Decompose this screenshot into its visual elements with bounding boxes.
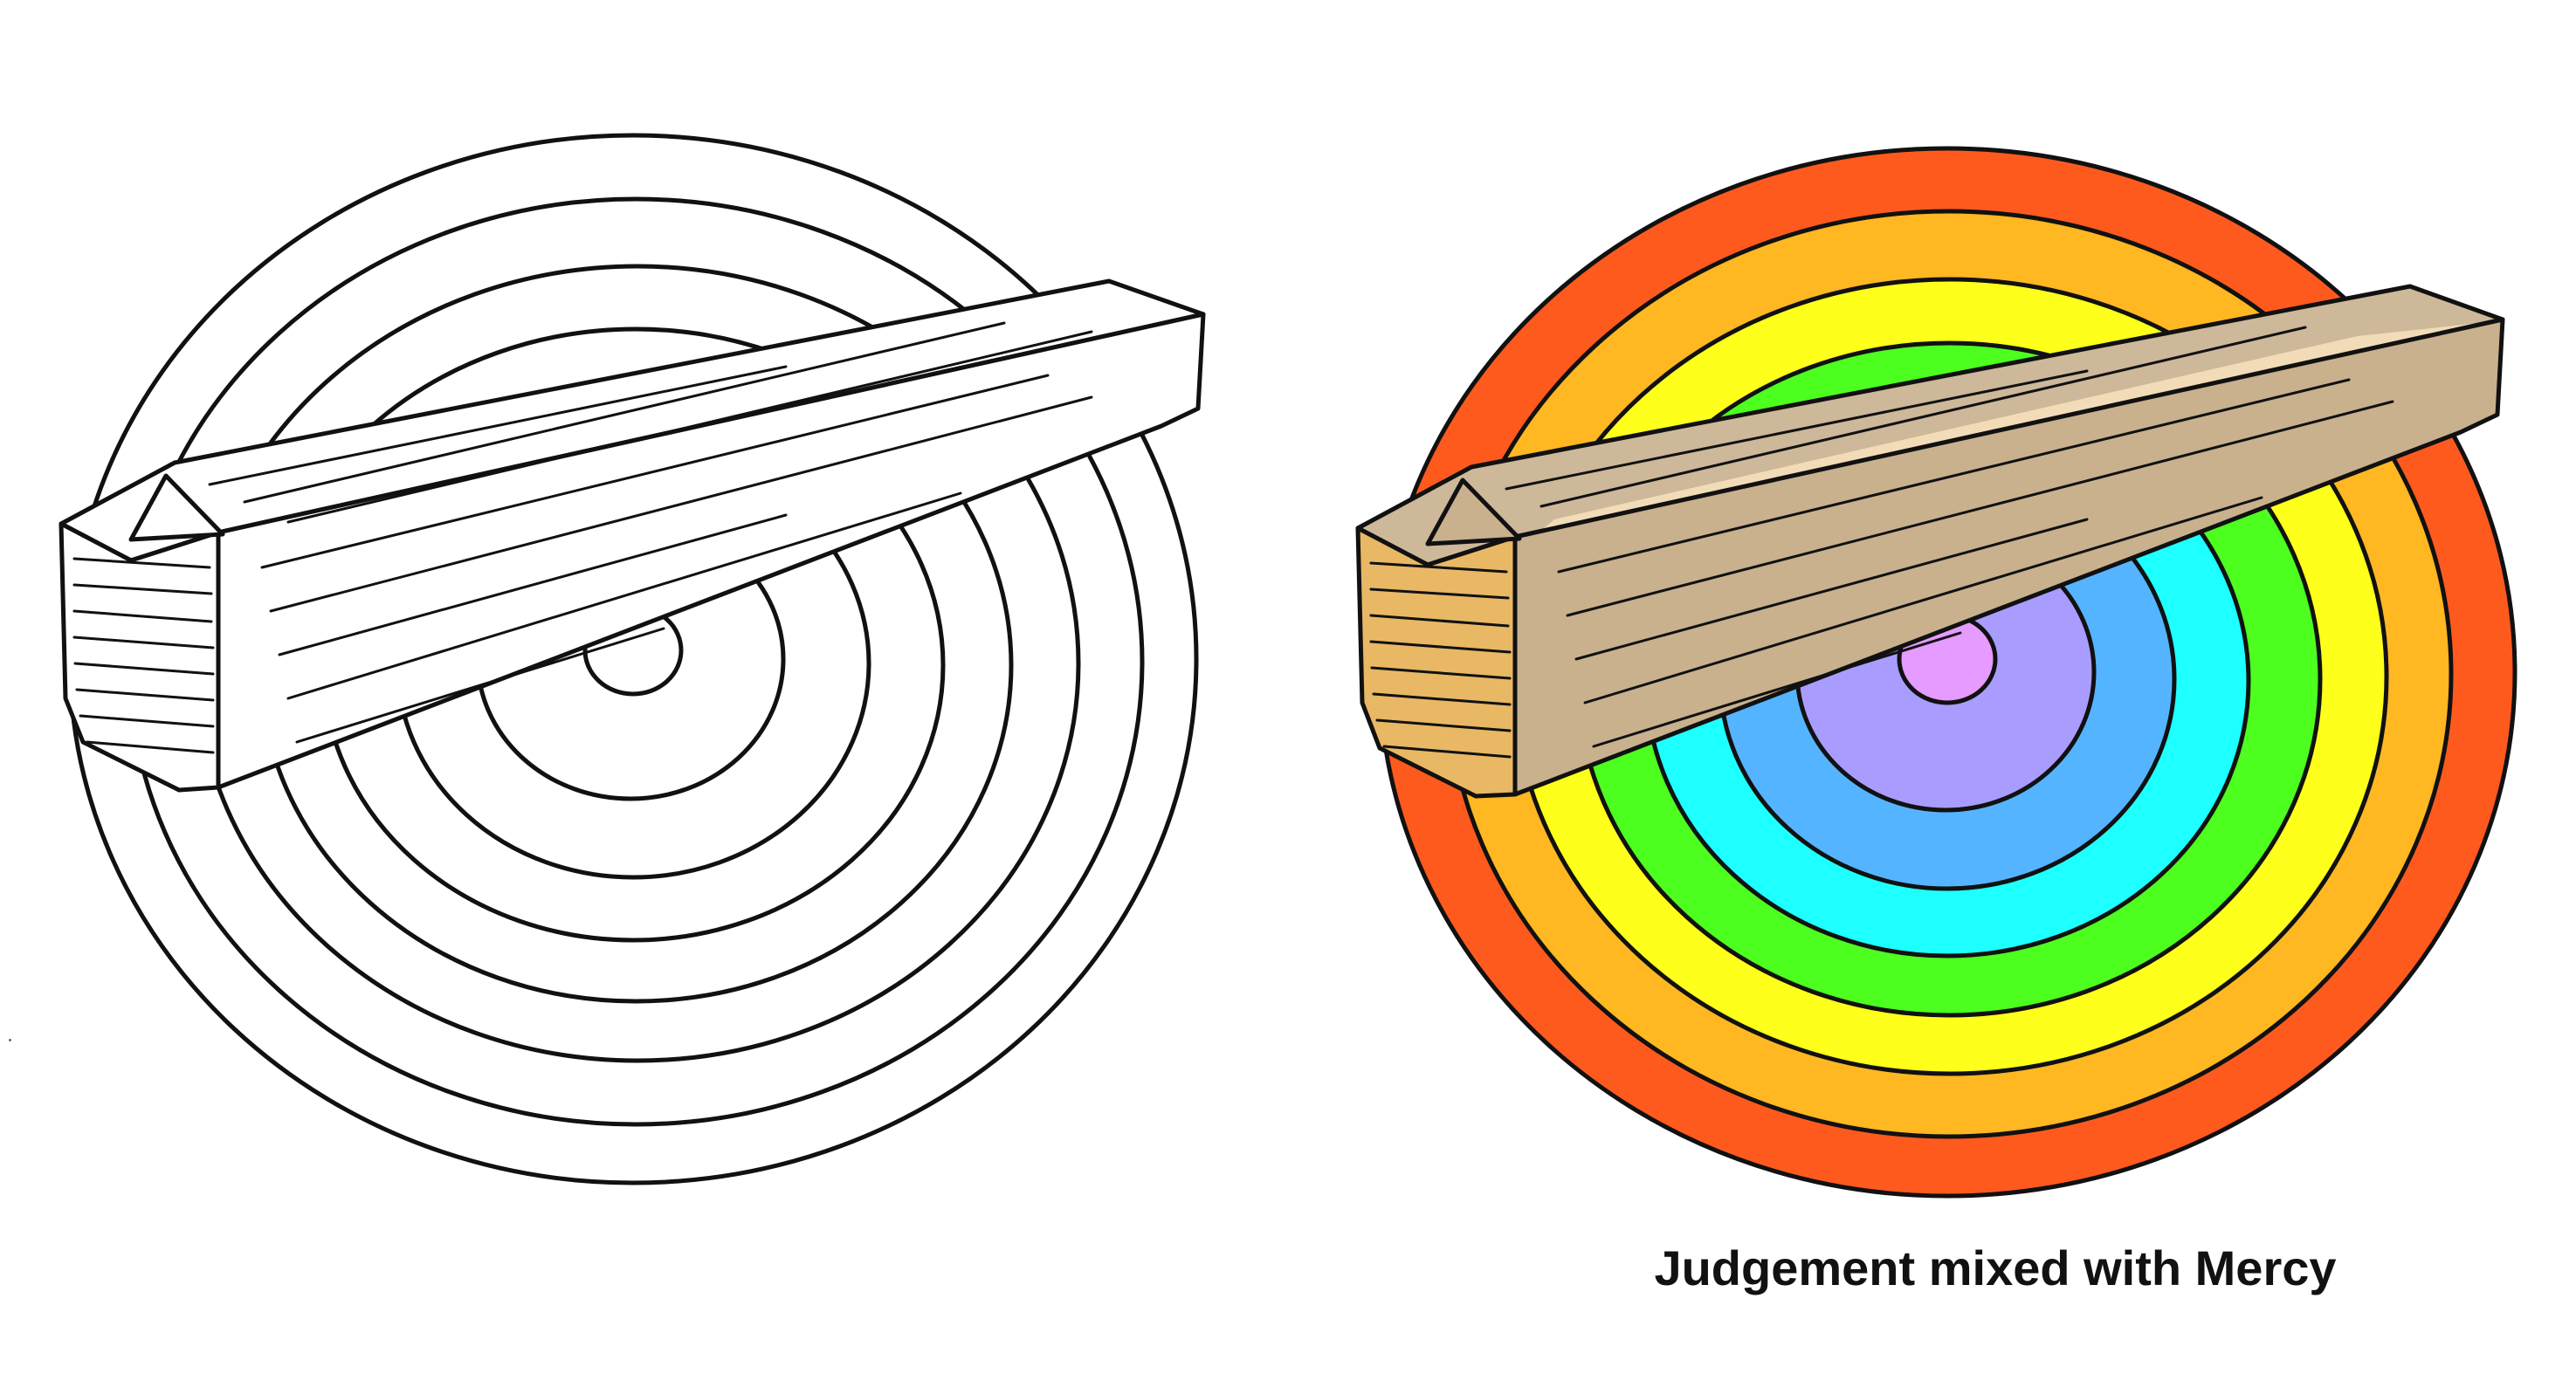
wooden-beam-outline	[59, 278, 1206, 793]
beam-ridge-peak	[128, 473, 225, 542]
line-art-illustration	[59, 133, 1206, 1185]
caption-text: Judgement mixed with Mercy	[1654, 1240, 2337, 1295]
colored-illustration	[1355, 146, 2517, 1199]
wood-grain-lines	[72, 321, 1093, 754]
wood-grain-lines-colored	[1369, 326, 2394, 759]
stray-dot	[9, 1039, 11, 1041]
beam-ridge-peak-colored	[1425, 478, 1522, 546]
